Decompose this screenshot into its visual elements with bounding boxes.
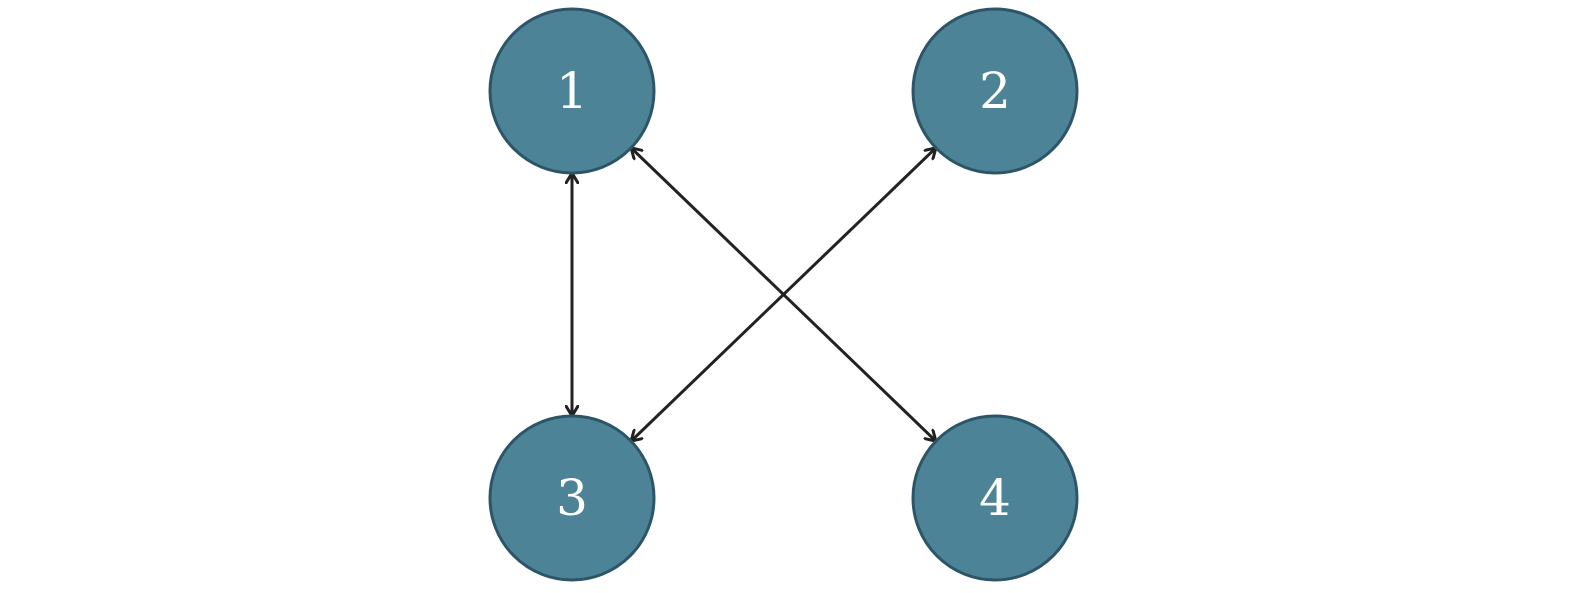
node-4: 4 <box>911 414 1079 582</box>
node-circle <box>488 414 656 582</box>
node-circle <box>911 7 1079 175</box>
edges-layer <box>572 148 936 441</box>
nodes-layer: 1 2 3 4 <box>488 7 1079 582</box>
node-label: 2 <box>979 62 1011 120</box>
node-label: 4 <box>979 469 1011 527</box>
node-circle <box>488 7 656 175</box>
node-3: 3 <box>488 414 656 582</box>
node-label: 1 <box>556 62 588 120</box>
node-label: 3 <box>556 469 588 527</box>
edge-n3-n2 <box>631 148 936 441</box>
node-1: 1 <box>488 7 656 175</box>
node-circle <box>911 414 1079 582</box>
node-2: 2 <box>911 7 1079 175</box>
